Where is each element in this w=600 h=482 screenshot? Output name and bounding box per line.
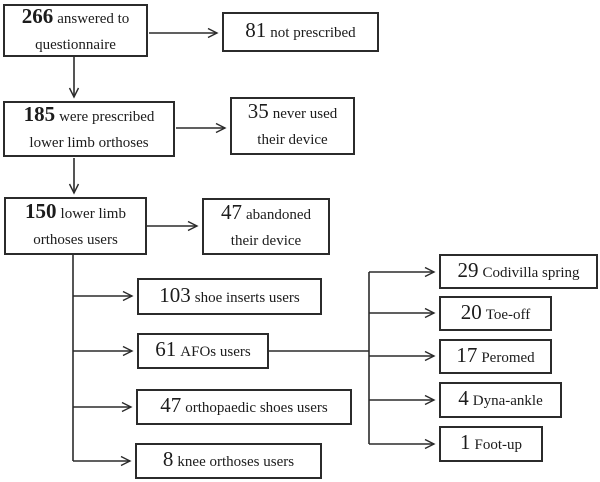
node-codivilla-spring: 29 Codivilla spring: [439, 254, 598, 289]
count-answered: 266: [21, 3, 54, 28]
count-never-used: 35: [247, 99, 269, 123]
label-peromed: Peromed: [481, 349, 535, 366]
node-knee-orthoses-text: 8 knee orthoses users: [160, 447, 297, 475]
count-knee-orthoses: 8: [162, 447, 174, 471]
count-shoe-inserts: 103: [159, 282, 191, 307]
label-codivilla: Codivilla spring: [482, 264, 580, 281]
label-users: lower limb orthoses users: [33, 206, 126, 248]
node-shoe-inserts-users: 103 shoe inserts users: [137, 278, 322, 315]
count-foot-up: 1: [459, 430, 471, 454]
node-dyna-ankle-text: 4 Dyna-ankle: [455, 386, 545, 414]
node-orthopaedic-shoes-text: 47 orthopaedic shoes users: [157, 393, 330, 421]
node-afos-text: 61 AFOs users: [152, 337, 253, 365]
node-toe-off-text: 20 Toe-off: [458, 300, 534, 328]
node-codivilla-text: 29 Codivilla spring: [454, 258, 582, 286]
node-never-used-device: 35 never used their device: [230, 97, 355, 155]
node-prescribed-orthoses: 185 were prescribed lower limb orthoses: [3, 101, 175, 157]
node-peromed: 17 Peromed: [439, 339, 552, 374]
node-peromed-text: 17 Peromed: [453, 343, 537, 371]
node-answered-to-questionnaire: 266 answered to questionnaire: [3, 4, 148, 57]
node-toe-off: 20 Toe-off: [439, 296, 552, 331]
node-orthopaedic-shoes-users: 47 orthopaedic shoes users: [136, 389, 352, 425]
node-afos-users: 61 AFOs users: [137, 333, 269, 369]
label-shoe-inserts: shoe inserts users: [194, 289, 300, 306]
label-toe-off: Toe-off: [485, 306, 531, 323]
node-not-prescribed-text: 81 not prescribed: [242, 18, 358, 46]
count-afos: 61: [155, 337, 177, 361]
count-abandoned: 47: [221, 199, 242, 224]
node-users-text: 150 lower limb orthoses users: [6, 199, 145, 253]
label-afos: AFOs users: [180, 344, 251, 360]
node-orthoses-users: 150 lower limb orthoses users: [4, 197, 147, 255]
label-knee-orthoses: knee orthoses users: [177, 454, 295, 470]
node-knee-orthoses-users: 8 knee orthoses users: [135, 443, 322, 479]
label-dyna-ankle: Dyna-ankle: [472, 393, 543, 409]
node-never-used-text: 35 never used their device: [232, 99, 353, 153]
node-foot-up-text: 1 Foot-up: [457, 430, 525, 458]
node-abandoned-device: 47 abandoned their device: [202, 198, 330, 255]
label-foot-up: Foot-up: [474, 437, 522, 453]
count-peromed: 17: [456, 342, 478, 367]
count-codivilla: 29: [457, 257, 479, 282]
count-dyna-ankle: 4: [458, 386, 469, 410]
count-prescribed: 185: [23, 102, 56, 126]
node-dyna-ankle: 4 Dyna-ankle: [439, 382, 562, 418]
label-orthopaedic-shoes: orthopaedic shoes users: [185, 400, 328, 416]
node-not-prescribed: 81 not prescribed: [222, 12, 379, 52]
label-never-used: never used their device: [257, 106, 338, 148]
node-answered-text: 266 answered to questionnaire: [5, 4, 146, 58]
count-users: 150: [25, 199, 57, 223]
count-not-prescribed: 81: [245, 18, 267, 42]
node-prescribed-text: 185 were prescribed lower limb orthoses: [5, 102, 173, 156]
count-orthopaedic-shoes: 47: [160, 393, 182, 417]
node-foot-up: 1 Foot-up: [439, 426, 543, 462]
node-abandoned-text: 47 abandoned their device: [204, 200, 328, 254]
label-prescribed: were prescribed lower limb orthoses: [29, 109, 155, 151]
label-answered: answered to questionnaire: [35, 10, 130, 53]
label-abandoned: abandoned their device: [230, 206, 311, 249]
count-toe-off: 20: [460, 299, 482, 324]
node-shoe-inserts-text: 103 shoe inserts users: [156, 283, 303, 311]
label-not-prescribed: not prescribed: [270, 25, 356, 41]
